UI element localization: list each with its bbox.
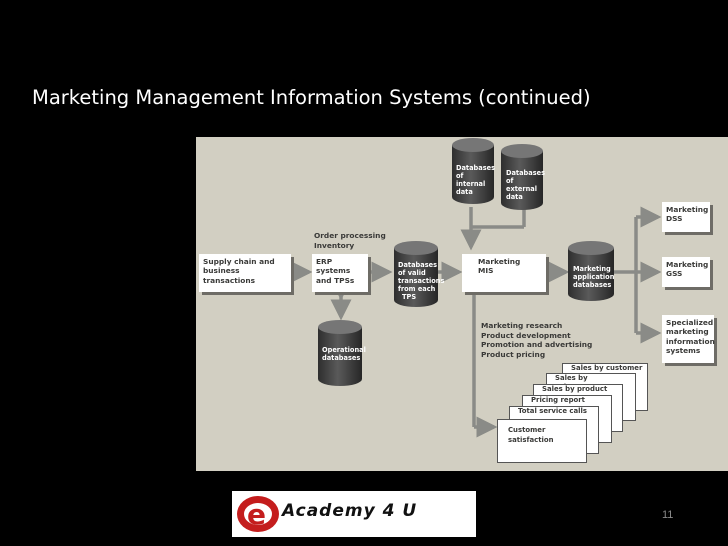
specialized-line3: information [666,336,715,346]
page-number: 11 [662,509,674,521]
external-db-line4: data [506,193,523,202]
diagram-graphics [291,138,662,438]
specialized-line2: marketing [666,327,709,337]
erp-box: ERP systems and TPSs [312,254,368,292]
marketing-mis-box: Marketing MIS [462,254,546,292]
valid-tx-line2: of valid [398,269,426,278]
logo-letter: e [247,498,266,531]
logo-e-icon: e [237,496,279,532]
internal-db-line3: internal [456,180,486,189]
logo-text: Academy 4 U [282,501,418,521]
valid-tx-line1: Databases [398,261,438,269]
specialized-line1: Specialized [666,318,714,327]
valid-tx-line3: transactions [398,277,445,286]
valid-tx-line4: from each [398,285,436,294]
marketing-gss-box: Marketing GSS [662,257,710,287]
app-db-line2: application [573,273,615,282]
internal-db-line2: of [456,172,464,181]
erp-line2: and TPSs [316,275,355,285]
valid-tx-db-label: Databases of valid transactions from eac… [398,261,444,301]
app-db-line1: Marketing [573,265,611,273]
customer-satisfaction-sheet: Customer satisfaction [497,419,587,463]
erp-line1: ERP systems [316,257,351,276]
valid-tx-line5: TPS [402,293,417,302]
supply-chain-line1: Supply chain and [203,257,275,266]
app-db-label: Marketing application databases [573,265,614,289]
order-processing-line1: Order processing [314,231,386,240]
customer-line2: satisfaction [508,436,554,444]
mis-line2: MIS [478,266,494,276]
dss-line2: DSS [666,214,683,224]
internal-db-label: Databases of internal data [456,164,495,196]
operational-db-line1: Operational [322,346,366,354]
external-db-line3: external [506,185,538,194]
slide-title: Marketing Management Information Systems… [32,86,591,109]
dss-line1: Marketing [666,205,709,214]
operational-db-label: Operational databases [322,346,366,362]
supply-chain-line2: business transactions [203,266,255,285]
external-db-line2: of [506,177,514,186]
function-item: Promotion and advertising [481,340,593,350]
marketing-dss-box: Marketing DSS [662,202,710,232]
mis-line1: Marketing [478,257,521,266]
function-item: Product development [481,330,571,340]
operational-db-line2: databases [322,354,361,363]
supply-chain-box: Supply chain and business transactions [199,254,291,292]
db-cylinders [318,138,614,386]
order-processing-label: Order processing Inventory [314,231,386,250]
customer-line1: Customer [508,426,546,434]
marketing-functions-list: Marketing research Product development P… [481,321,592,359]
internal-db-line4: data [456,188,473,197]
specialized-line4: systems [666,346,701,356]
order-processing-line2: Inventory [314,240,355,250]
app-db-line3: databases [573,281,612,290]
external-db-line1: Databases [506,169,546,177]
marketing-mis-diagram: Supply chain and business transactions O… [196,137,728,471]
function-item: Product pricing [481,349,546,359]
internal-db-line1: Databases [456,164,496,172]
gss-line2: GSS [666,269,683,279]
function-item: Marketing research [481,321,563,330]
external-db-label: Databases of external data [506,169,545,201]
specialized-systems-box: Specialized marketing information system… [662,315,715,363]
gss-line1: Marketing [666,260,709,269]
academy-4-u-logo: e Academy 4 U [232,491,476,537]
